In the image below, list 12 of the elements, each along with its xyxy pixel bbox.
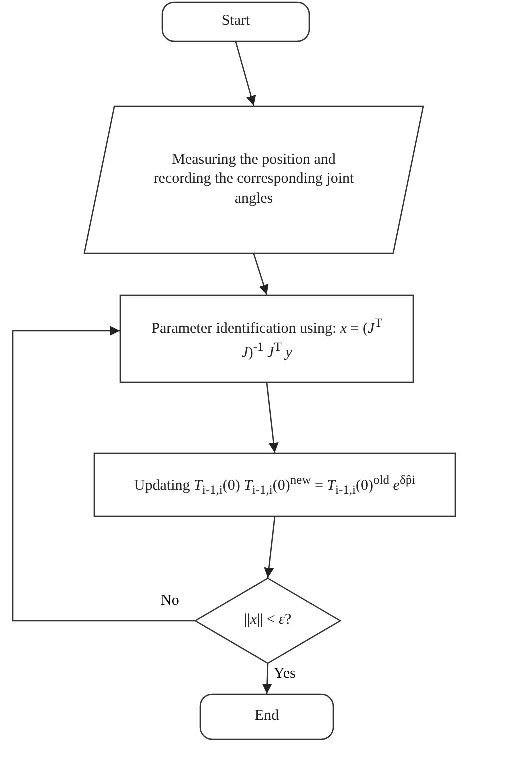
- arrow: [266, 382, 279, 454]
- node-text: End: [254, 707, 280, 726]
- node-text: Start: [222, 12, 250, 32]
- node-text: Measuring the position and recording the corresponding joint angles: [152, 150, 356, 209]
- node-text: Updating T$_{i-1,i}$(0) T$_{i-1,i}$(0)$^{new}$ = T$_{i-1,i}$(0)$^{old}$ e$^{δp̂i}$: [134, 472, 416, 498]
- arrow: [262, 664, 272, 694]
- arrow: [264, 516, 276, 578]
- node-text: ||x|| < ε?: [244, 611, 292, 630]
- arrow: [253, 254, 269, 296]
- arrow: [235, 42, 256, 106]
- node-text: Parameter identification using: x = (J$^{T}$ J)$^{-1}$ J$^{T}$ y: [150, 314, 384, 363]
- arrow: [12, 326, 195, 622]
